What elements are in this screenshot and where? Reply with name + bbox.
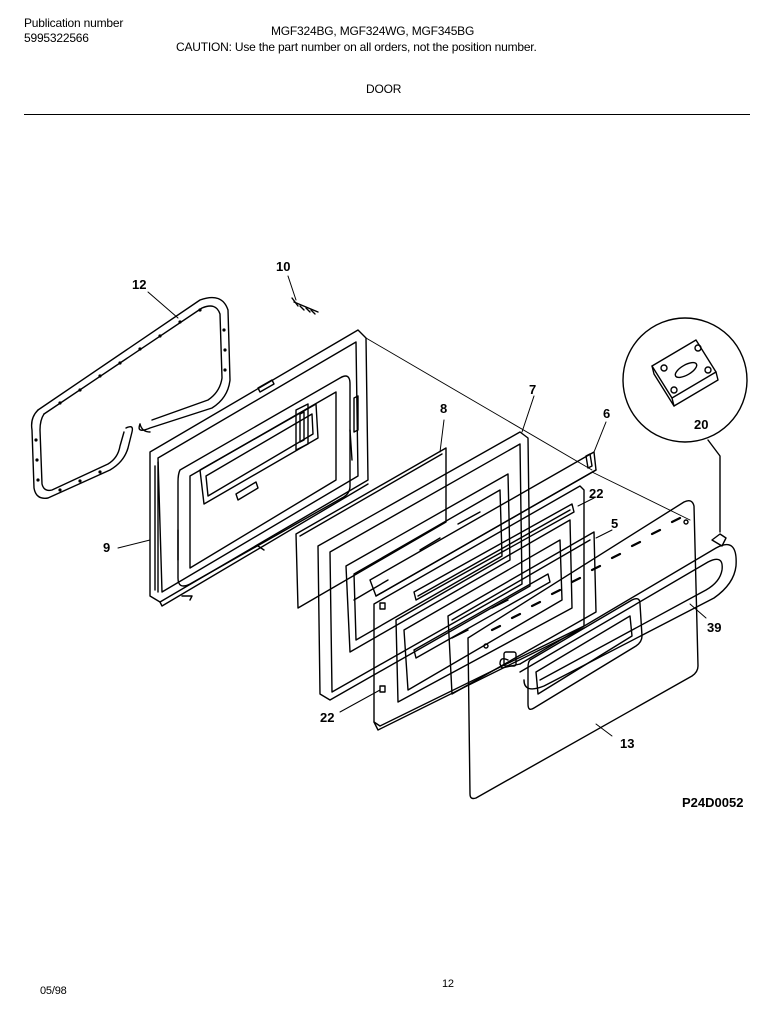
door-glass <box>447 531 597 695</box>
page-number: 12 <box>442 978 454 990</box>
callout-22-upper: 22 <box>589 486 604 501</box>
callout-leaders <box>117 275 707 737</box>
glass-pack <box>369 451 597 597</box>
callout-9: 9 <box>103 540 111 555</box>
callout-6: 6 <box>603 406 611 421</box>
glass-retainer-upper <box>413 503 575 601</box>
callout-5: 5 <box>611 516 619 531</box>
door-gasket <box>30 296 231 499</box>
diagram-code: P24D0052 <box>682 795 744 810</box>
caution-note: CAUTION: Use the part number on all orde… <box>176 40 537 54</box>
assembly-guide-line-2 <box>591 471 691 521</box>
door-handle <box>499 533 737 690</box>
callout-10: 10 <box>276 259 291 274</box>
callout-39: 39 <box>707 620 722 635</box>
callout-20: 20 <box>694 417 709 432</box>
door-liner <box>149 329 369 607</box>
callout-22-lower: 22 <box>320 710 335 725</box>
callout-7: 7 <box>529 382 537 397</box>
callout-13: 13 <box>620 736 635 751</box>
insulation-panel <box>295 447 447 609</box>
model-numbers: MGF324BG, MGF324WG, MGF345BG <box>271 24 475 38</box>
publication-label: Publication number <box>24 16 124 30</box>
handle-endcap-detail <box>622 317 748 533</box>
header-rule <box>24 114 750 115</box>
callout-8: 8 <box>440 401 448 416</box>
footer-date: 05/98 <box>40 985 67 997</box>
section-title: DOOR <box>366 82 402 96</box>
screw <box>291 297 319 315</box>
callout-12: 12 <box>132 277 147 292</box>
publication-number: 5995322566 <box>24 31 89 45</box>
assembly-guide-line <box>365 337 593 471</box>
outer-door-panel <box>467 499 699 800</box>
inner-glass-frame <box>317 431 531 701</box>
